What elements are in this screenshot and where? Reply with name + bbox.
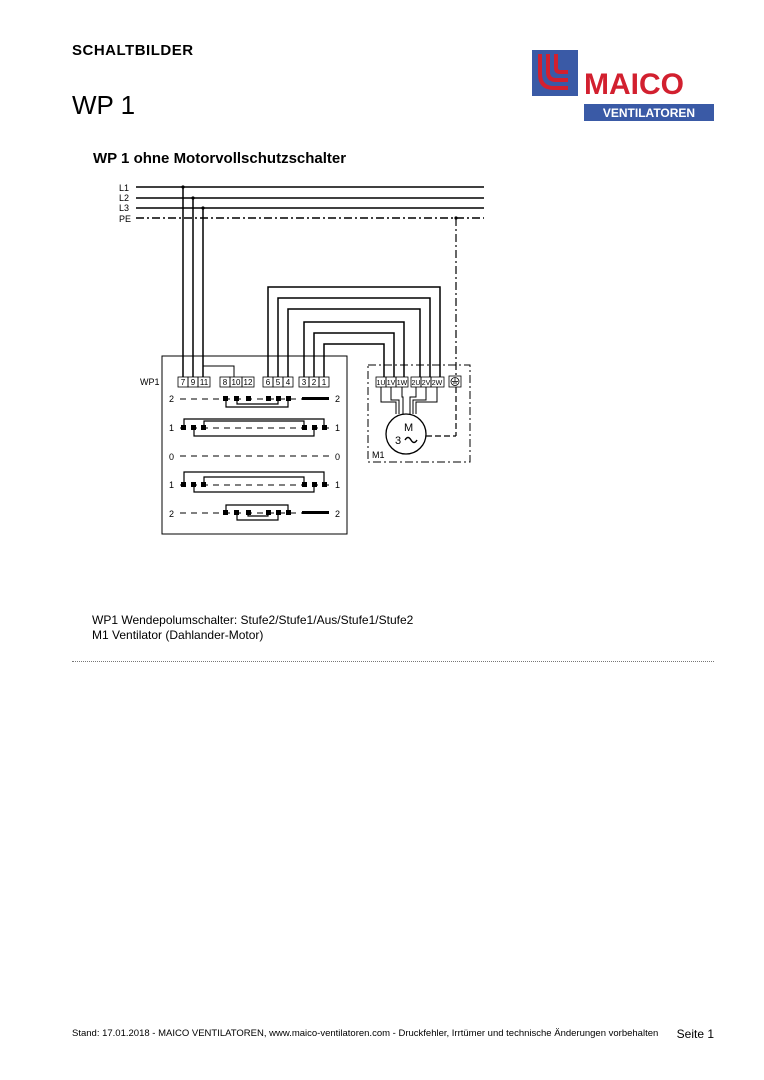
terminal-label: 4 [286, 378, 291, 387]
motor-terminal-label: 1W [397, 380, 408, 387]
terminal-label: 2 [312, 378, 317, 387]
position-label: 0 [335, 452, 340, 462]
bus-label-l2: L2 [119, 193, 129, 203]
position-label: 0 [169, 452, 174, 462]
page-number: Seite 1 [676, 1027, 714, 1041]
bus-label-l1: L1 [119, 183, 129, 193]
switch-box [161, 355, 348, 535]
logo-word: MAICO [584, 68, 684, 101]
motor-phases: 3 [395, 435, 401, 447]
terminal-label: 8 [223, 378, 228, 387]
section-label: SCHALTBILDER [72, 42, 194, 59]
terminal-label: 7 [181, 378, 186, 387]
motor-label: M1 [372, 450, 385, 460]
separator [72, 661, 714, 662]
logo-sub: VENTILATOREN [603, 106, 695, 120]
maico-logo: MAICO VENTILATOREN [532, 50, 714, 121]
document-title: WP 1 [72, 90, 136, 120]
position-label: 2 [169, 394, 174, 404]
logo-banner [584, 104, 714, 121]
terminal-label: 1 [322, 378, 327, 387]
position-label: 2 [335, 394, 340, 404]
position-label: 2 [335, 509, 340, 519]
ground-icon [450, 377, 460, 386]
terminal-strip [177, 376, 330, 388]
motor-terminal-label: 2V [422, 380, 431, 387]
logo-swoosh [538, 54, 568, 90]
terminal-label: 11 [200, 378, 209, 387]
motor-terminal-label: 2W [432, 380, 443, 387]
position-label: 1 [335, 423, 340, 433]
position-label: 1 [335, 480, 340, 490]
bus-label-pe: PE [119, 214, 131, 224]
motor-terminal-label: 2U [412, 380, 421, 387]
terminal-label: 10 [232, 378, 241, 387]
terminal-label: 9 [191, 378, 196, 387]
motor-terminal-label: 1V [387, 380, 396, 387]
terminal-label: 12 [244, 378, 253, 387]
position-label: 1 [169, 423, 174, 433]
terminal-label: 6 [266, 378, 271, 387]
terminal-label: 5 [276, 378, 281, 387]
position-label: 2 [169, 509, 174, 519]
motor-letter: M [404, 422, 413, 434]
switch-label: WP1 [140, 377, 160, 387]
bus-label-l3: L3 [119, 203, 129, 213]
position-label: 1 [169, 480, 174, 490]
legend-line: WP1 Wendepolumschalter: Stufe2/Stufe1/Au… [92, 613, 414, 627]
diagram-title: WP 1 ohne Motorvollschutzschalter [93, 150, 347, 167]
legend-line: M1 Ventilator (Dahlander-Motor) [92, 628, 264, 642]
terminal-label: 3 [302, 378, 307, 387]
wiring-diagram: L1 L2 L3 PE WP1 7 9 11 8 [119, 183, 484, 535]
motor-box [367, 364, 471, 463]
motor-symbol [385, 413, 427, 455]
motor-terminal-label: 1U [377, 380, 386, 387]
footer-text: Stand: 17.01.2018 - MAICO VENTILATOREN, … [72, 1028, 659, 1039]
